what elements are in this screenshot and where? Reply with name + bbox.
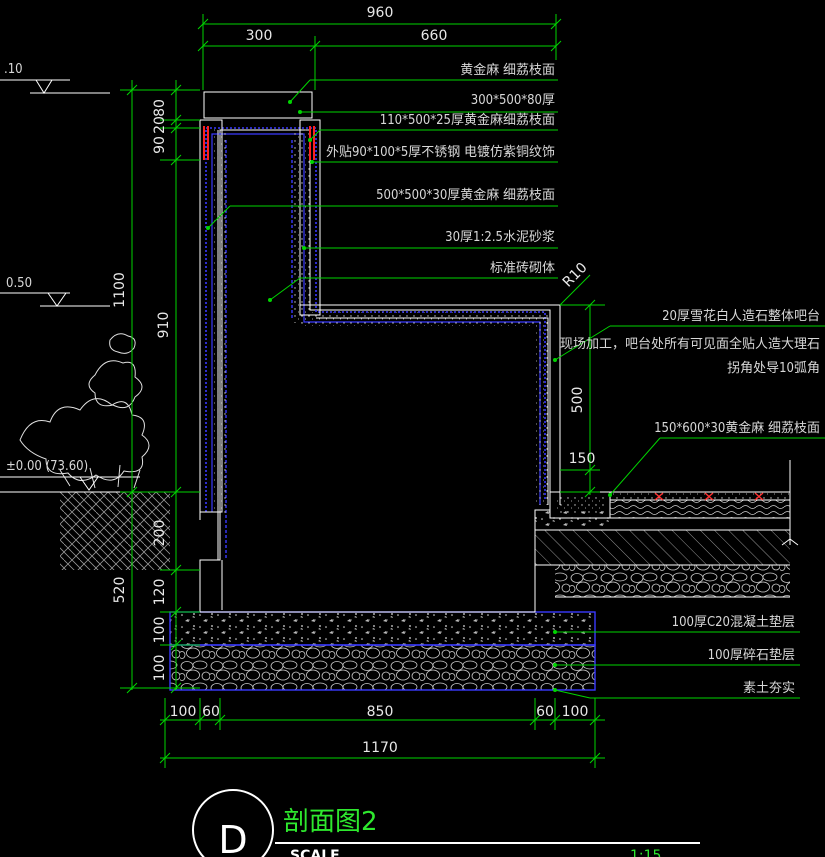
concrete-base-layer — [169, 611, 596, 646]
callout-c9: 现场加工，吧台处所有可见面全贴人造大理石 — [560, 336, 820, 352]
dim-left-1100: 1100 — [112, 272, 128, 308]
dim-left-90: 90 — [152, 136, 168, 154]
callout-c3: 110*500*25厚黄金麻细荔枝面 — [380, 112, 555, 128]
dim-right-150: 150 — [569, 451, 596, 467]
paving-buildup-right — [535, 460, 799, 598]
scale-label: SCALE — [290, 848, 340, 857]
paving-accent-marks — [654, 492, 764, 501]
level-marker-top: .10 — [0, 62, 110, 94]
callout-c12: 100厚C20混凝土垫层 — [672, 614, 795, 630]
dim-left-120: 120 — [152, 579, 168, 606]
callout-c8: 20厚雪花白人造石整体吧台 — [662, 308, 820, 324]
callout-leaders — [206, 79, 825, 699]
dim-left-100b: 100 — [152, 655, 168, 682]
dim-bottom-100b: 100 — [562, 704, 589, 720]
dim-left-200: 200 — [152, 520, 168, 547]
dimension-top: 960 300 660 — [197, 5, 562, 90]
stone-cladding — [199, 119, 561, 520]
level-marker-ground: ±0.00 (73.60) — [0, 459, 140, 491]
shrub-icon — [19, 333, 150, 489]
dim-left-910: 910 — [156, 312, 172, 339]
dim-top-300: 300 — [246, 28, 273, 44]
dimension-right: 500 150 R10 — [559, 260, 605, 498]
gravel-base-layer — [169, 644, 596, 691]
coping-stone — [203, 91, 313, 119]
level-label-mid: 0.50 — [6, 276, 32, 291]
dim-left-520: 520 — [112, 577, 128, 604]
dim-top-660: 660 — [421, 28, 448, 44]
title-block: D 剖面图2 SCALE 1:15 — [192, 789, 700, 857]
callout-c10: 拐角处导10弧角 — [727, 361, 820, 376]
dim-bottom-60a: 60 — [202, 704, 220, 720]
drawing-title: 剖面图2 — [283, 807, 378, 837]
callout-c6: 30厚1:2.5水泥砂浆 — [445, 230, 555, 245]
scale-value: 1:15 — [630, 848, 661, 857]
callout-c1: 黄金麻 细荔枝面 — [460, 62, 555, 78]
dim-bottom-1170: 1170 — [362, 740, 398, 756]
dim-right-500: 500 — [570, 387, 586, 414]
dimension-left: 80 20 90 1100 910 200 520 120 100 100 — [112, 80, 200, 694]
callout-c2: 300*500*80厚 — [471, 93, 555, 108]
dim-bottom-100a: 100 — [170, 704, 197, 720]
dim-bottom-60b: 60 — [536, 704, 554, 720]
dim-left-20: 20 — [152, 116, 168, 134]
ground-soil-left — [0, 491, 200, 570]
callout-labels: 黄金麻 细荔枝面 300*500*80厚 110*500*25厚黄金麻细荔枝面 … — [326, 62, 820, 696]
dim-bottom-850: 850 — [367, 704, 394, 720]
title-bubble-letter: D — [218, 818, 247, 857]
bar-top-step — [535, 491, 611, 528]
callout-c7: 标准砖砌体 — [490, 261, 555, 276]
level-marker-mid: 0.50 — [0, 276, 110, 307]
dim-top-960: 960 — [367, 5, 394, 21]
callout-c13: 100厚碎石垫层 — [708, 647, 795, 663]
title-bubble — [192, 789, 274, 857]
stainless-strip-accent — [203, 126, 315, 160]
dim-left-80: 80 — [152, 99, 168, 117]
level-label-top: .10 — [4, 62, 23, 77]
callout-c11: 150*600*30黄金麻 细荔枝面 — [654, 420, 820, 436]
level-label-ground: ±0.00 (73.60) — [6, 459, 88, 474]
callout-c14: 素土夯实 — [743, 681, 795, 696]
callout-c5: 500*500*30厚黄金麻 细荔枝面 — [376, 187, 555, 203]
dimension-bottom: 100 60 850 60 100 1170 — [159, 698, 605, 768]
dim-radius: R10 — [560, 260, 591, 291]
callout-c4: 外贴90*100*5厚不锈钢 电镀仿紫铜纹饰 — [326, 144, 555, 160]
dim-left-100a: 100 — [152, 617, 168, 644]
